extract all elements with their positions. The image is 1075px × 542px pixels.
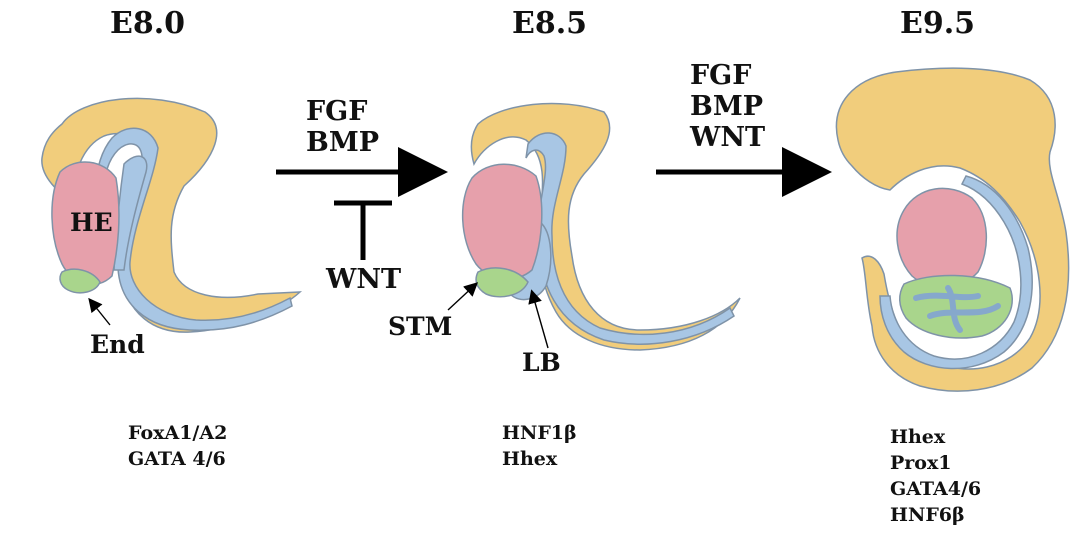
signal-wnt-2: WNT	[690, 122, 765, 153]
gene-item: Prox1	[890, 450, 981, 476]
genes-e8-0: FoxA1/A2 GATA 4/6	[128, 420, 227, 472]
hepatic-endoderm-e8-5	[463, 164, 542, 279]
gene-item: GATA 4/6	[128, 446, 227, 472]
gene-item: Hhex	[890, 424, 981, 450]
signals-transition-1: FGF BMP	[306, 96, 379, 158]
label-stm: STM	[388, 312, 452, 341]
gene-item: HNF1β	[502, 420, 577, 446]
signal-bmp-1: BMP	[306, 127, 379, 158]
signal-fgf-2: FGF	[690, 60, 765, 91]
signal-fgf-1: FGF	[306, 96, 379, 127]
embryo-e9-5	[836, 68, 1068, 391]
genes-e8-5: HNF1β Hhex	[502, 420, 577, 472]
label-he: HE	[70, 208, 113, 237]
hepatic-endoderm-e9-5	[897, 188, 986, 286]
gene-item: GATA4/6	[890, 476, 981, 502]
label-end: End	[90, 330, 145, 359]
stage-title-e8-5: E8.5	[512, 6, 587, 41]
gene-item: HNF6β	[890, 502, 981, 528]
stm-pointer	[448, 284, 476, 310]
label-lb: LB	[522, 348, 561, 377]
stage-title-e9-5: E9.5	[900, 6, 975, 41]
stage-title-e8-0: E8.0	[110, 6, 185, 41]
signal-wnt-inhibitor: WNT	[326, 264, 401, 295]
genes-e9-5: Hhex Prox1 GATA4/6 HNF6β	[890, 424, 981, 528]
lb-pointer	[532, 292, 548, 348]
gene-item: Hhex	[502, 446, 577, 472]
signal-bmp-2: BMP	[690, 91, 765, 122]
end-pointer	[90, 300, 110, 325]
signals-transition-2: FGF BMP WNT	[690, 60, 765, 153]
gene-item: FoxA1/A2	[128, 420, 227, 446]
